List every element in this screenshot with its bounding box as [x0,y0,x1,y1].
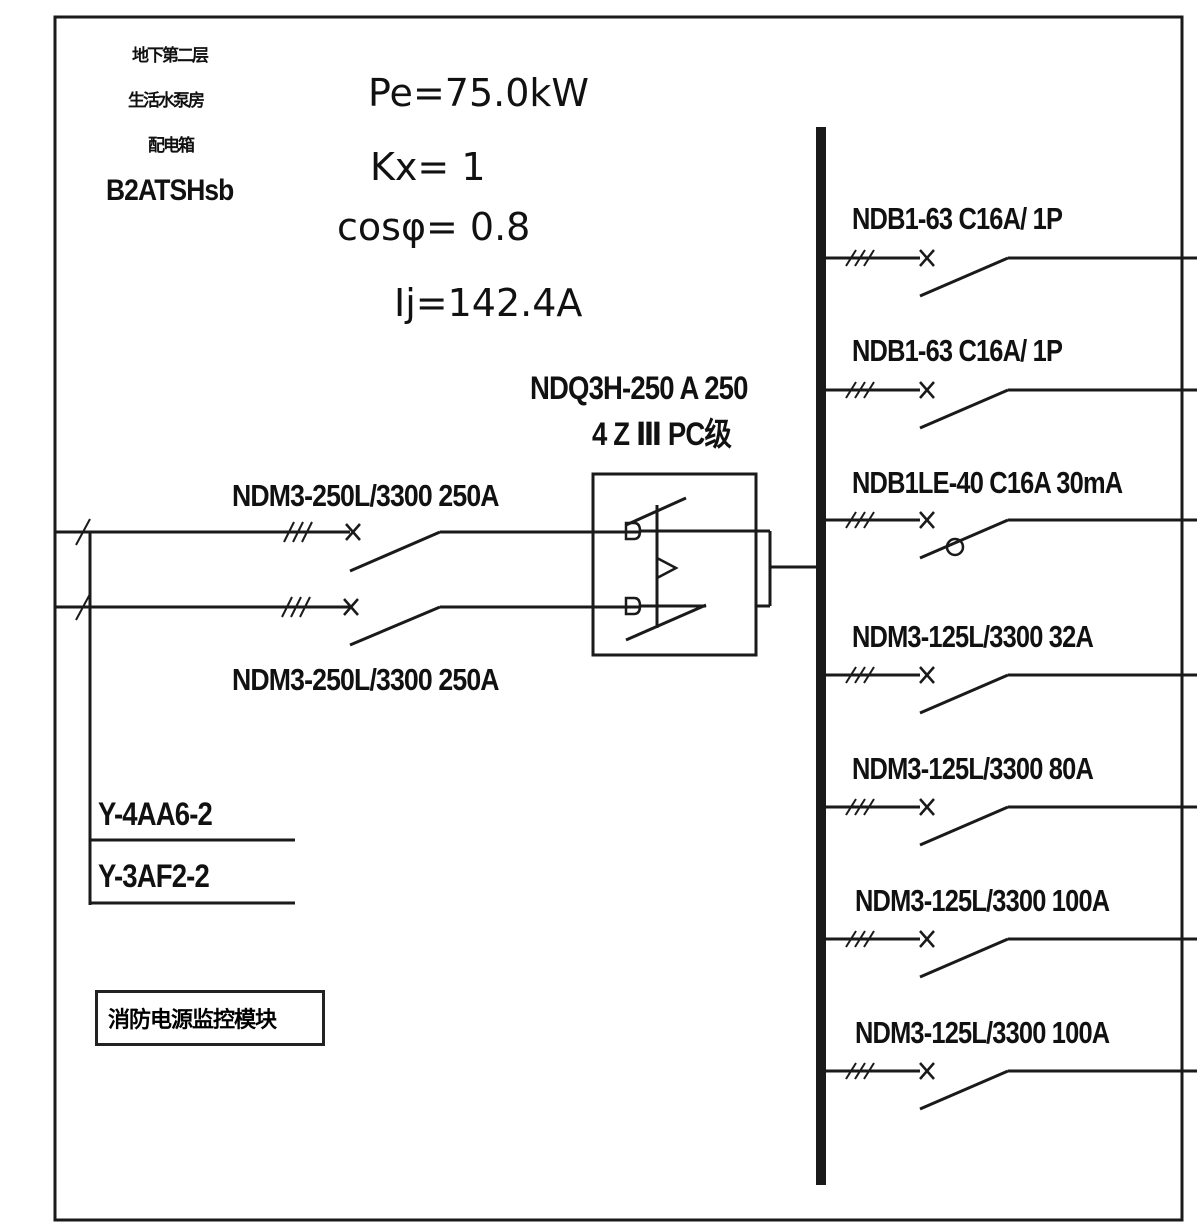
feeder-circuit-5 [821,798,1197,847]
panel-name-line-2: 生活水泵房 [128,91,205,111]
ats-switch-symbol [591,472,821,657]
feeder-label-4: NDM3-125L/3300 32A [852,619,1094,654]
cable-tap [88,532,295,905]
module-label: 消防电源监控模块 [108,1008,277,1033]
cable-label-1: Y-4AA6-2 [98,796,213,832]
incoming-circuit-1 [55,518,640,573]
incoming-circuit-2 [55,593,640,647]
feeder-circuit-1 [821,249,1197,298]
ats-model-label: NDQ3H-250 A 250 [530,370,748,406]
feeder-circuit-2 [821,381,1197,430]
feeder-label-3: NDB1LE-40 C16A 30mA [852,465,1123,500]
feeder-circuit-7 [821,1062,1197,1111]
feeder-label-1: NDB1-63 C16A/ 1P [852,201,1063,236]
panel-id: B2ATSHsb [106,174,234,207]
panel-name-line-3: 配电箱 [148,136,195,156]
feeder-circuit-4 [821,666,1197,715]
param-kx: Kx= 1 [370,145,486,189]
incoming-breaker-label-1: NDM3-250L/3300 250A [232,478,500,513]
incoming-breaker-label-2: NDM3-250L/3300 250A [232,662,500,697]
fire-power-monitor-module: 消防电源监控模块 [95,990,325,1046]
feeder-circuits [821,249,1197,1111]
param-cos: cosφ= 0.8 [337,205,531,249]
ats-class-label: 4 Z Ⅲ PC级 [592,416,732,452]
param-pe: Pe=75.0kW [368,71,589,115]
panel-name-line-1: 地下第二层 [132,46,209,66]
feeder-circuit-6 [821,930,1197,979]
feeder-label-6: NDM3-125L/3300 100A [855,883,1110,918]
drawing-frame [53,15,1184,1222]
feeder-label-7: NDM3-125L/3300 100A [855,1015,1110,1050]
cable-label-2: Y-3AF2-2 [98,858,210,894]
feeder-label-5: NDM3-125L/3300 80A [852,751,1094,786]
param-ij: Ij=142.4A [394,281,583,325]
feeder-circuit-3 [821,511,1197,560]
feeder-label-2: NDB1-63 C16A/ 1P [852,333,1063,368]
